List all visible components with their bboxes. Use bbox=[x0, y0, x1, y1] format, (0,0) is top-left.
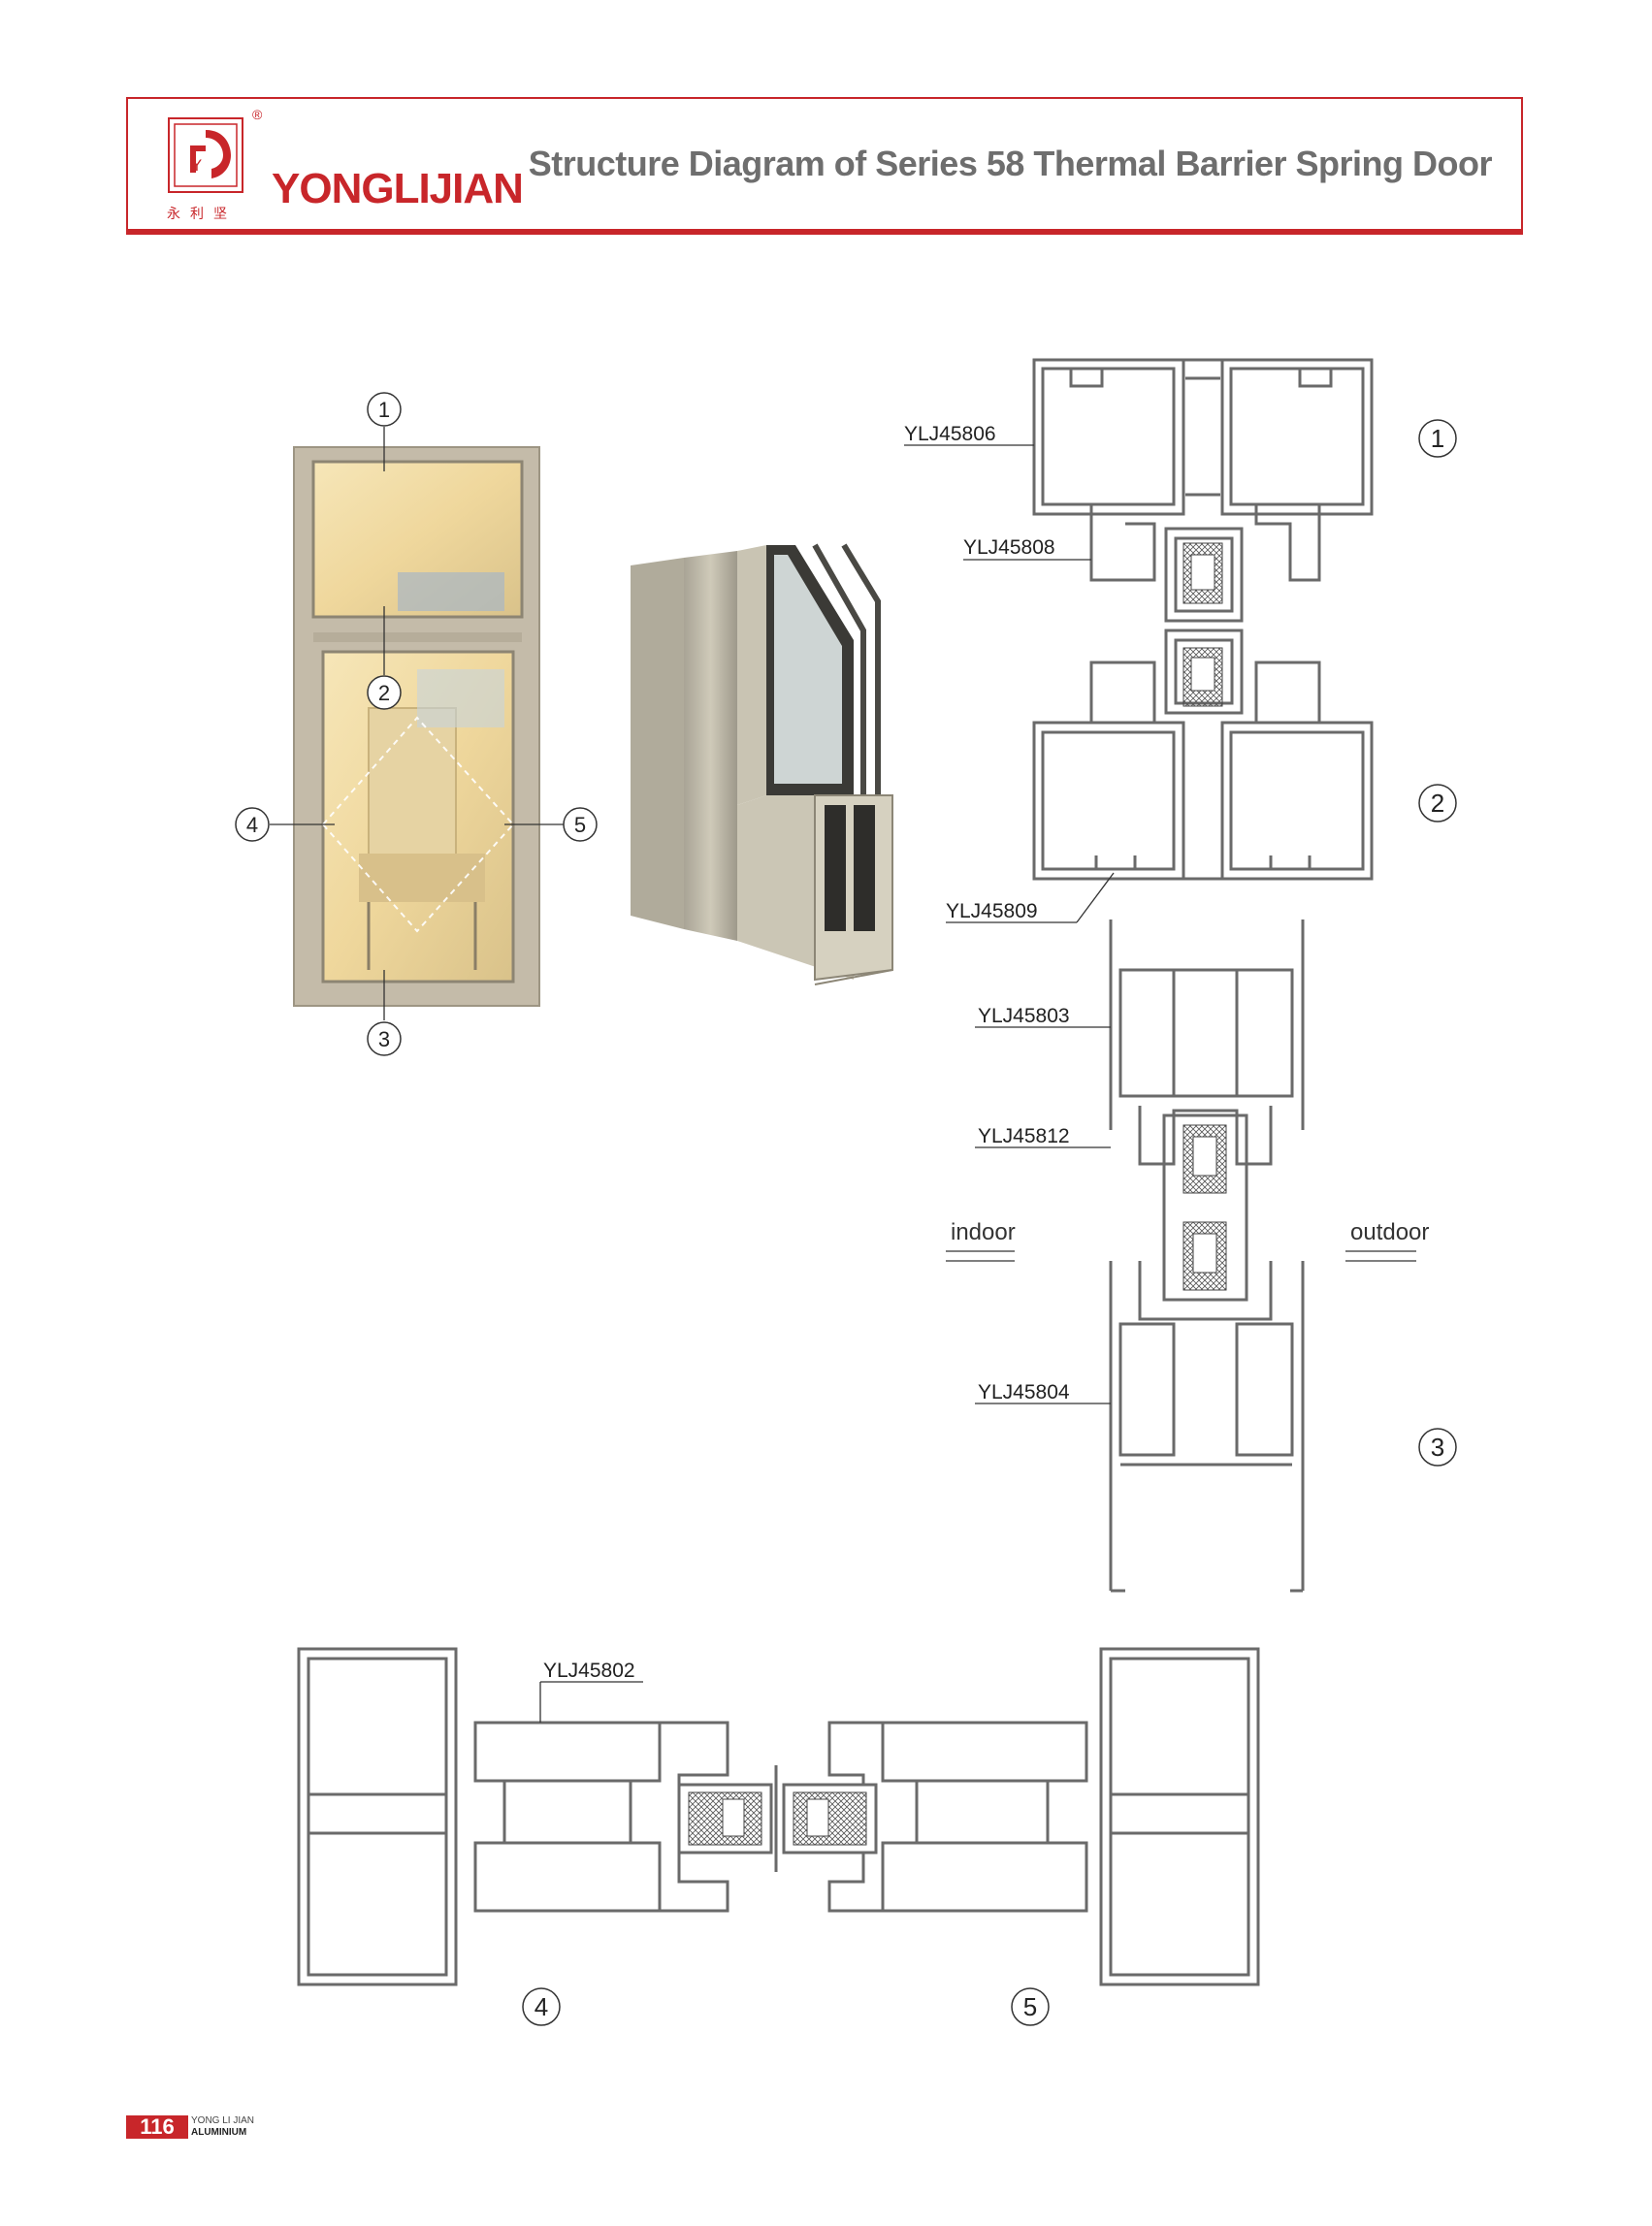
svg-text:Y: Y bbox=[191, 156, 202, 175]
profile-label-ylj45809: YLJ45809 bbox=[946, 900, 1038, 922]
section-2-circle bbox=[1418, 784, 1457, 823]
indoor-label: indoor bbox=[951, 1219, 1016, 1245]
callout-3-label: 3 bbox=[378, 1027, 390, 1051]
section-3-circle bbox=[1418, 1428, 1457, 1467]
section-1-gaskets bbox=[1182, 542, 1223, 604]
brand-name: YONGLIJIAN bbox=[272, 165, 524, 212]
side-labels: indoor outdoor bbox=[946, 1219, 1429, 1262]
callout-5-label: 5 bbox=[574, 813, 586, 837]
section-5-label: 5 bbox=[1023, 1992, 1037, 2021]
section-1-circle bbox=[1418, 419, 1457, 458]
section-2-label: 2 bbox=[1431, 789, 1444, 818]
door-callouts: 1 2 3 4 5 bbox=[235, 392, 598, 1056]
footer-line-1: YONG LI JIAN bbox=[191, 2115, 255, 2126]
callout-2-label: 2 bbox=[378, 681, 390, 705]
section-3-gaskets bbox=[1182, 1124, 1227, 1291]
section-3-drawing bbox=[1109, 919, 1305, 1593]
section-numbers: 1 2 3 4 5 bbox=[522, 419, 1457, 2026]
callout-2-circle bbox=[367, 675, 402, 710]
page-number: 116 bbox=[126, 2115, 188, 2139]
callout-5-circle bbox=[563, 807, 598, 842]
section-5-circle bbox=[1011, 1987, 1050, 2026]
callout-3-circle bbox=[367, 1021, 402, 1056]
registered-mark: ® bbox=[252, 107, 263, 122]
profile-label-ylj45804: YLJ45804 bbox=[978, 1381, 1070, 1403]
page-title: Structure Diagram of Series 58 Thermal B… bbox=[528, 144, 1493, 183]
section-5-drawing bbox=[827, 1647, 1260, 1986]
header-rule bbox=[126, 229, 1523, 235]
section-4-circle bbox=[522, 1987, 561, 2026]
section-2-drawing bbox=[1032, 629, 1374, 881]
section-1-drawing bbox=[1032, 358, 1374, 623]
profile-3d-render bbox=[631, 543, 893, 985]
callout-1-circle bbox=[367, 392, 402, 427]
brand-logo: Y bbox=[167, 116, 244, 194]
profile-label-ylj45803: YLJ45803 bbox=[978, 1005, 1070, 1027]
callout-1-label: 1 bbox=[378, 398, 390, 422]
profile-label-ylj45806: YLJ45806 bbox=[904, 423, 996, 445]
bottom-center-gaskets bbox=[677, 1765, 878, 1872]
footer-brand: YONG LI JIAN ALUMINIUM bbox=[191, 2115, 254, 2139]
profile-leader-lines bbox=[539, 444, 1115, 1723]
section-2-gaskets bbox=[1182, 647, 1223, 707]
header-frame: Y ® 永利坚 YONGLIJIAN Structure Diagram of … bbox=[126, 97, 1523, 233]
section-3-label: 3 bbox=[1431, 1433, 1444, 1462]
section-4-drawing bbox=[297, 1647, 729, 1986]
profile-label-ylj45812: YLJ45812 bbox=[978, 1125, 1070, 1147]
brand-chinese-name: 永利坚 bbox=[167, 207, 237, 222]
profile-label-ylj45808: YLJ45808 bbox=[963, 536, 1055, 559]
door-elevation bbox=[293, 446, 540, 1007]
callout-4-circle bbox=[235, 807, 270, 842]
section-4-label: 4 bbox=[534, 1992, 548, 2021]
footer-line-2: ALUMINIUM bbox=[191, 2127, 247, 2138]
section-1-label: 1 bbox=[1431, 424, 1444, 453]
profile-label-ylj45802: YLJ45802 bbox=[543, 1660, 635, 1682]
door-callout-lines bbox=[270, 427, 565, 1020]
profile-labels: YLJ45806 YLJ45808 YLJ45809 YLJ45803 YLJ4… bbox=[543, 423, 1070, 1682]
callout-4-label: 4 bbox=[246, 813, 258, 837]
outdoor-label: outdoor bbox=[1350, 1219, 1429, 1245]
